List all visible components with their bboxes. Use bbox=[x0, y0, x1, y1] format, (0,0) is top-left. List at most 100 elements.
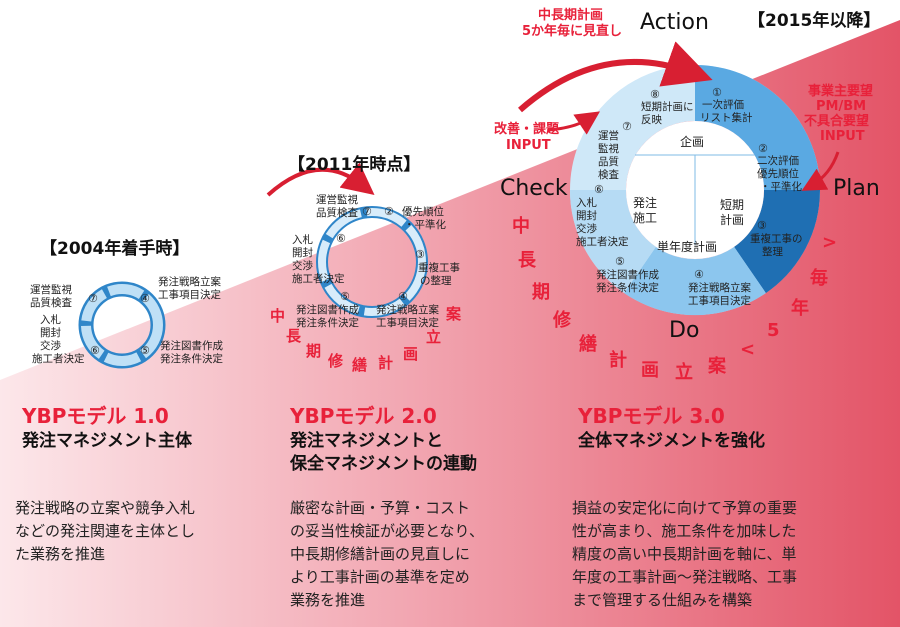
inner-label-kikaku: 企画 bbox=[680, 135, 705, 149]
v3-step-6: ⑥ bbox=[594, 183, 604, 196]
v3-step-3: ③ bbox=[757, 219, 767, 232]
v3-label-4b: 工事項目決定 bbox=[688, 295, 751, 307]
v3-label-6c: 交渉 bbox=[576, 223, 597, 235]
v1-step-5: ⑤ bbox=[140, 344, 150, 357]
model-title-v2: YBPモデル 2.0 bbox=[290, 404, 437, 428]
description-v2-line-4: より工事計画の基準を定め bbox=[290, 568, 470, 586]
v1-label-7b: 品質検査 bbox=[30, 297, 72, 309]
description-v3-line-2: 性が高まり、施工条件を加味した bbox=[572, 522, 797, 540]
subtitle-v1-line-1: 発注マネジメント主体 bbox=[22, 431, 192, 451]
v2-label-2b: ・平準化 bbox=[404, 219, 446, 231]
v1-label-4b: 工事項目決定 bbox=[158, 289, 221, 301]
arc-char: 期 bbox=[532, 282, 550, 303]
inner-label-tannen: 単年度計画 bbox=[657, 240, 718, 254]
arc-char: 長 bbox=[518, 250, 536, 271]
description-v2-line-2: の妥当性検証が必要となり、 bbox=[290, 522, 484, 540]
v3-label-2c: ・平準化 bbox=[760, 181, 802, 193]
v3-step-8: ⑧ bbox=[650, 88, 660, 101]
v2-step-2: ② bbox=[384, 205, 394, 218]
era-label-2011: 【2011年時点】 bbox=[288, 155, 421, 175]
v3-label-8a: 短期計画に bbox=[641, 101, 694, 113]
arc-char: 計 bbox=[378, 354, 394, 372]
v2-label-6c: 交渉 bbox=[292, 260, 313, 272]
v3-label-1b: リスト集計 bbox=[700, 112, 753, 124]
v1-label-6b: 開封 bbox=[40, 327, 61, 339]
v2-step-4: ④ bbox=[398, 290, 408, 303]
v3-label-8b: 反映 bbox=[641, 114, 662, 126]
description-v1-line-2: などの発注関連を主体とし bbox=[15, 522, 196, 540]
v2-step-3: ③ bbox=[415, 248, 425, 261]
v2-label-3a: 重複工事 bbox=[418, 262, 460, 274]
v1-step-4: ④ bbox=[140, 292, 150, 305]
cycle-ring-v2 bbox=[266, 162, 428, 318]
review-callout-line-2: 5か年毎に見直し bbox=[522, 24, 623, 39]
v3-label-5b: 発注条件決定 bbox=[596, 282, 659, 294]
inner-label-tanki-2: 計画 bbox=[720, 213, 745, 227]
description-v2-line-1: 厳密な計画・予算・コスト bbox=[290, 499, 471, 517]
review-callout-line-1: 中長期計画 bbox=[538, 8, 604, 23]
v2-label-6d: 施工者決定 bbox=[292, 273, 345, 285]
v3-label-6a: 入札 bbox=[576, 197, 597, 209]
jigyo-callout-line-4: INPUT bbox=[820, 129, 865, 144]
v1-label-5b: 発注条件決定 bbox=[160, 353, 223, 365]
arc-char: 繕 bbox=[352, 356, 368, 374]
v3-label-6b: 開封 bbox=[576, 210, 597, 222]
description-v3-line-3: 精度の高い中長期計画を軸に、単 bbox=[572, 545, 797, 563]
v3-label-5a: 発注図書作成 bbox=[596, 269, 659, 281]
inner-label-hatchu-1: 発注 bbox=[633, 196, 658, 210]
arc-char: 長 bbox=[286, 327, 302, 345]
model-title-v3: YBPモデル 3.0 bbox=[578, 404, 725, 428]
arc-char: 立 bbox=[426, 328, 442, 346]
v3-label-4a: 発注戦略立案 bbox=[688, 282, 751, 294]
v2-label-2a: 優先順位 bbox=[402, 206, 444, 218]
description-v1-line-3: た業務を推進 bbox=[15, 545, 106, 563]
cycle-ring-v3 bbox=[518, 41, 840, 316]
v3-label-6d: 施工者決定 bbox=[576, 236, 629, 248]
v2-step-7: ⑦ bbox=[362, 205, 372, 218]
v2-label-4a: 発注戦略立案 bbox=[376, 304, 439, 316]
subtitle-v2-line-1: 発注マネジメントと bbox=[290, 431, 443, 451]
arc-char: 中 bbox=[512, 216, 530, 237]
arc-char: 5 bbox=[767, 320, 780, 341]
v2-label-6a: 入札 bbox=[292, 234, 313, 246]
description-v3-line-1: 損益の安定化に向けて予算の重要 bbox=[572, 499, 798, 517]
v3-step-4: ④ bbox=[694, 268, 704, 281]
description-v2-line-5: 業務を推進 bbox=[290, 591, 366, 609]
v3-label-7a: 運営 bbox=[598, 130, 619, 142]
v1-label-5a: 発注図書作成 bbox=[160, 340, 223, 352]
v2-step-5: ⑤ bbox=[340, 290, 350, 303]
inner-label-hatchu-2: 施工 bbox=[633, 211, 658, 225]
arc-char: 画 bbox=[403, 345, 419, 363]
v2-label-4b: 工事項目決定 bbox=[376, 317, 439, 329]
subtitle-v2-line-2: 保全マネジメントの連動 bbox=[290, 454, 477, 474]
v3-label-7d: 検査 bbox=[598, 169, 619, 181]
cycle-ring-v1 bbox=[78, 281, 166, 369]
pdca-action: Action bbox=[640, 10, 709, 35]
model-title-v1: YBPモデル 1.0 bbox=[22, 404, 169, 428]
arc-char: 年 bbox=[791, 298, 809, 319]
jigyo-callout-line-2: PM/BM bbox=[816, 99, 867, 114]
era-label-2015: 【2015年以降】 bbox=[748, 11, 881, 31]
v3-label-2a: 二次評価 bbox=[757, 155, 799, 167]
v3-label-7c: 品質 bbox=[598, 156, 619, 168]
era-label-2004: 【2004年着手時】 bbox=[40, 239, 190, 259]
arc-char: 中 bbox=[270, 307, 286, 325]
v1-label-4a: 発注戦略立案 bbox=[158, 276, 221, 288]
jigyo-callout-line-3: 不具合要望 bbox=[804, 114, 870, 129]
arc-char: 計 bbox=[609, 350, 627, 371]
arc-char: 案 bbox=[708, 356, 726, 377]
arc-char: 画 bbox=[641, 360, 659, 381]
arc-char: 立 bbox=[675, 362, 693, 383]
v2-label-7b: 品質検査 bbox=[316, 207, 358, 219]
inner-label-tanki-1: 短期 bbox=[720, 198, 745, 212]
v2-step-6: ⑥ bbox=[336, 232, 346, 245]
subtitle-v3-line-1: 全体マネジメントを強化 bbox=[578, 431, 765, 451]
description-v2-line-3: 中長期修繕計画の見直しに bbox=[290, 545, 471, 563]
v3-step-7: ⑦ bbox=[622, 120, 632, 133]
arc-char: 期 bbox=[306, 342, 322, 360]
v1-step-7: ⑦ bbox=[88, 292, 98, 305]
arc-char: < bbox=[740, 339, 756, 360]
arc-char: 修 bbox=[553, 310, 571, 331]
pdca-do: Do bbox=[669, 318, 700, 343]
